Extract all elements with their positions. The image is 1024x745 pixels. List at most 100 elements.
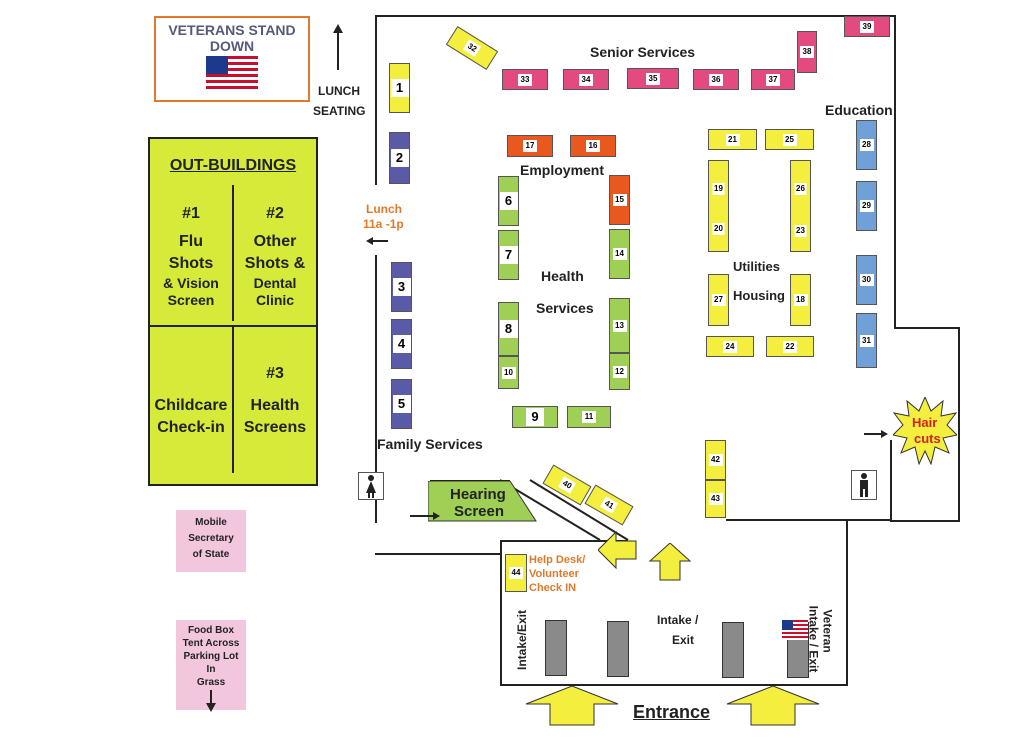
childcare-l2: Check-in	[157, 419, 225, 436]
booth-22[interactable]: 22	[766, 336, 814, 357]
help-desk-label-3: Check IN	[529, 582, 577, 594]
building-2-num: #2	[266, 205, 284, 222]
booth-38[interactable]: 38	[797, 31, 817, 73]
booth-17-number: 17	[523, 140, 537, 152]
intake-table-2[interactable]	[607, 621, 629, 677]
booth-15[interactable]: 15	[609, 175, 630, 225]
event-title-box: VETERANS STAND DOWN	[154, 16, 310, 102]
booth-15-number: 15	[612, 194, 627, 206]
left-arrow-icon-haircuts	[864, 430, 888, 438]
booth-21[interactable]: 21	[708, 129, 757, 150]
help-desk-label-1: Help Desk/	[529, 554, 586, 566]
food-box-l4: In	[206, 664, 216, 675]
haircuts-label-1: Hair	[912, 415, 938, 430]
building-1-l2: Shots	[168, 255, 214, 272]
booth-4[interactable]: 4	[391, 319, 412, 369]
booth-11[interactable]: 11	[567, 406, 611, 428]
hearing-screen-booth[interactable]	[428, 481, 538, 523]
booth-3-number: 3	[392, 278, 411, 296]
booth-31[interactable]: 31	[856, 313, 877, 368]
booth-10[interactable]: 10	[498, 356, 519, 389]
booth-3[interactable]: 3	[391, 262, 412, 312]
booth-30-number: 30	[859, 274, 874, 286]
booth-34[interactable]: 34	[563, 69, 609, 90]
booth-6[interactable]: 6	[498, 176, 519, 226]
booth-12[interactable]: 12	[609, 353, 630, 390]
booth-17[interactable]: 17	[507, 135, 553, 157]
veteran-intake-label-2: Intake / Exit	[806, 605, 821, 673]
building-2-l1: Other	[253, 233, 297, 250]
booth-5[interactable]: 5	[391, 379, 412, 429]
booth-26-23[interactable]: 26 23	[790, 160, 811, 252]
intake-table-1[interactable]	[545, 620, 567, 676]
booth-9-number: 9	[526, 408, 544, 426]
intake-exit-left-label: Intake/Exit	[515, 609, 530, 671]
building-3-l2: Screens	[243, 419, 307, 436]
booth-42[interactable]: 42	[705, 440, 726, 480]
booth-4-number: 4	[392, 335, 411, 353]
booth-25[interactable]: 25	[765, 129, 814, 150]
family-services-label: Family Services	[377, 436, 483, 452]
booth-38-number: 38	[800, 46, 814, 58]
us-flag-icon-small	[782, 620, 808, 640]
booth-33[interactable]: 33	[502, 69, 548, 90]
booth-28[interactable]: 28	[856, 120, 877, 170]
wall-entrance	[500, 684, 848, 686]
booth-36-number: 36	[709, 73, 723, 86]
booth-8-number: 8	[499, 320, 518, 338]
booth-43[interactable]: 43	[705, 480, 726, 518]
building-3: #3 Health Screens	[234, 363, 316, 439]
help-desk-label-2: Volunteer	[529, 568, 579, 580]
booth-30[interactable]: 30	[856, 255, 877, 305]
booth-29[interactable]: 29	[856, 181, 877, 231]
building-2-l2: Shots &	[244, 255, 306, 272]
us-flag-icon	[206, 56, 258, 92]
booth-1[interactable]: 1	[389, 63, 410, 113]
booth-37[interactable]: 37	[751, 69, 795, 90]
booth-27[interactable]: 27	[708, 274, 729, 326]
wall-help-v	[500, 540, 502, 685]
booth-35[interactable]: 35	[627, 68, 679, 89]
booth-14[interactable]: 14	[609, 229, 630, 279]
wall-top	[375, 15, 895, 17]
booth-24-number: 24	[723, 340, 737, 353]
building-3-num: #3	[266, 365, 284, 382]
booth-19-20[interactable]: 19 20	[708, 160, 729, 252]
starburst-icon	[893, 397, 957, 465]
health-services-label-2: Services	[536, 300, 594, 316]
out-buildings-panel: OUT-BUILDINGS #1 Flu Shots & Vision Scre…	[148, 137, 318, 486]
booth-32[interactable]: 32	[445, 25, 499, 71]
housing-label: Housing	[733, 288, 785, 303]
booth-39-number: 39	[860, 20, 874, 33]
booth-8[interactable]: 8	[498, 302, 519, 356]
booth-31-number: 31	[859, 334, 874, 347]
intake-table-3[interactable]	[722, 622, 744, 678]
wall-annex-top	[894, 327, 959, 329]
booth-36[interactable]: 36	[693, 69, 739, 90]
booth-2[interactable]: 2	[389, 132, 410, 184]
booth-2-number: 2	[390, 149, 409, 167]
food-box-l2: Tent Across	[182, 638, 240, 649]
event-title-line1: VETERANS STAND	[168, 22, 296, 38]
booth-13[interactable]: 13	[609, 298, 630, 353]
booth-7-number: 7	[499, 246, 518, 264]
booth-39[interactable]: 39	[844, 16, 890, 37]
booth-9[interactable]: 9	[512, 406, 558, 428]
booth-42-number: 42	[708, 454, 723, 466]
education-label: Education	[825, 102, 893, 118]
booth-29-number: 29	[859, 200, 874, 212]
booth-24[interactable]: 24	[706, 336, 754, 357]
booth-19-number: 19	[712, 183, 725, 195]
wall-annex-left	[890, 440, 892, 522]
booth-18[interactable]: 18	[790, 274, 811, 326]
down-arrow-icon	[206, 690, 216, 712]
building-2-l3: Dental	[253, 275, 297, 291]
building-1-l1: Flu	[179, 233, 203, 250]
left-arrow-icon-yellow	[598, 530, 637, 570]
mobile-secretary-of-state: Mobile Secretary of State	[176, 510, 246, 572]
booth-7[interactable]: 7	[498, 230, 519, 280]
mobile-sos-l1: Mobile	[195, 517, 227, 528]
wall-right	[894, 15, 896, 328]
booth-44[interactable]: 44	[505, 554, 527, 592]
booth-16[interactable]: 16	[570, 135, 616, 157]
